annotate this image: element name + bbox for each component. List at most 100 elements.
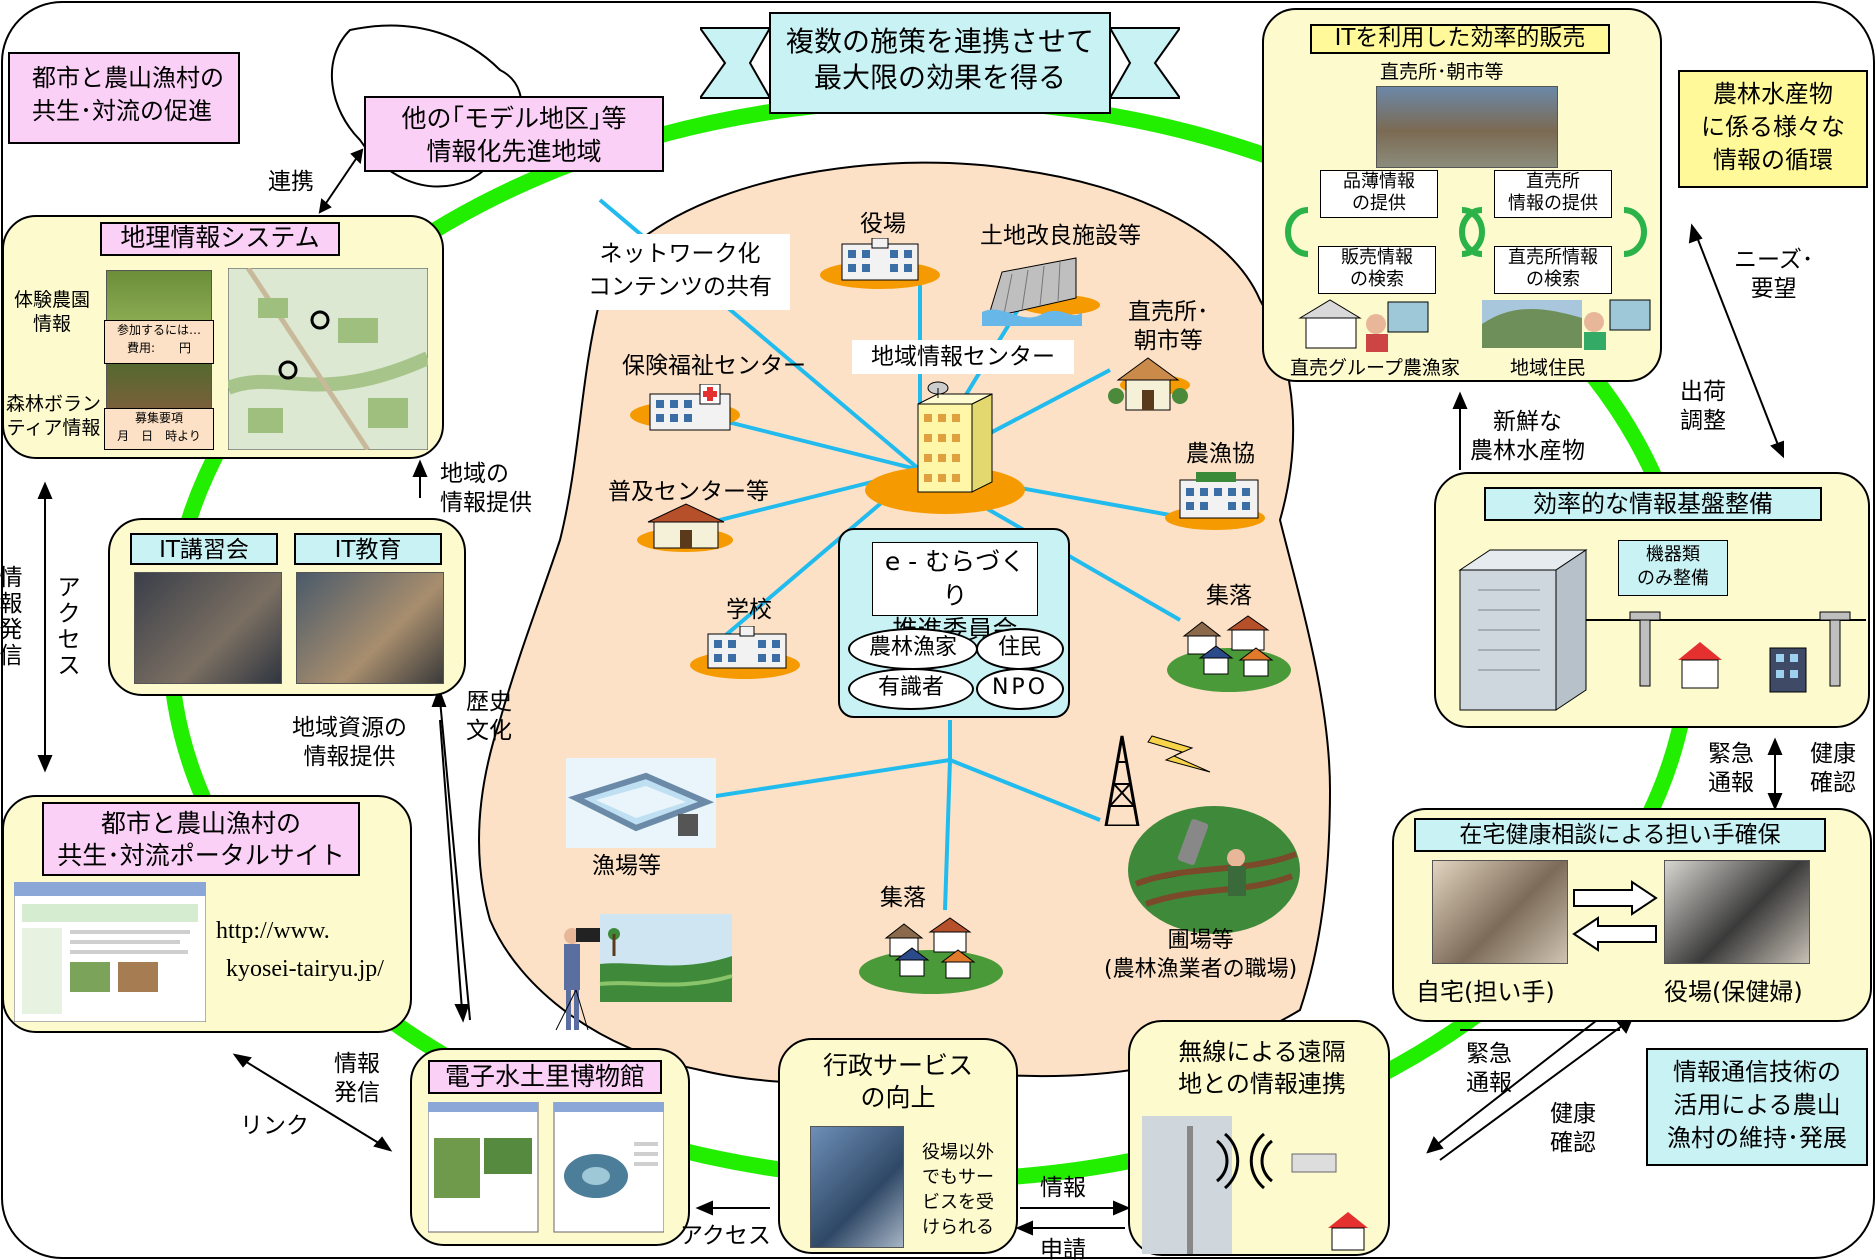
access-label: アクセス [680, 1223, 771, 1249]
model-district-line: 他の｢モデル地区｣等 [401, 104, 627, 133]
school-label: 学校 [726, 597, 772, 623]
gis-note-line: 費用: 円 [126, 341, 192, 355]
farmer-group-label: 直売グループ農漁家 [1290, 357, 1460, 379]
portal-screenshot [14, 882, 206, 1022]
health-line: 確認 [1550, 1130, 1596, 1156]
model-district-box: 他の｢モデル地区｣等 情報化先進地域 [364, 96, 664, 172]
agri-coop-label: 農漁協 [1186, 441, 1255, 467]
gis-note-forest: 募集要項 月 日 時より [104, 408, 214, 450]
museum-screenshots [428, 1102, 664, 1233]
portal-url-line: http://www. [216, 918, 330, 944]
committee-title: e - むらづくり 推進委員会 [872, 542, 1038, 644]
committee-title-line: e - むらづくり [884, 547, 1026, 610]
link-label: リンク [240, 1113, 309, 1139]
portal-title: 都市と農山漁村の 共生･対流ポータルサイト [42, 802, 360, 876]
circulation-arrows-icon [1285, 207, 1647, 257]
history-line: 歴史 [466, 689, 512, 715]
member-farmers: 農林漁家 [848, 628, 978, 670]
emergency-line: 通報 [1708, 770, 1754, 796]
fishery-icon [566, 758, 716, 848]
land-facility-label: 土地改良施設等 [980, 223, 1141, 249]
admin-service-desc: 役場以外 でもサー ビスを受 けられる [922, 1140, 994, 1240]
gis-note-line: 募集要項 [134, 411, 183, 425]
health-center-icon [649, 384, 731, 431]
fishery-label: 漁場等 [592, 853, 661, 879]
banner-line2: 最大限の効果を得る [813, 61, 1066, 94]
admin-service-desc-line: けられる [922, 1217, 994, 1238]
network-sharing-label: ネットワーク化 コンテンツの共有 [570, 234, 790, 310]
goal-line: 共生･対流の促進 [32, 97, 212, 125]
goal-line: に係る様々な [1701, 113, 1845, 141]
village-label-2: 集落 [880, 885, 926, 911]
history-label: 歴史 文化 [466, 688, 512, 746]
school-icon [707, 626, 787, 669]
admin-service-title-line: の向上 [860, 1083, 936, 1112]
village-icon-2 [859, 917, 1003, 994]
it-sales-box-line: 直売所情報 [1508, 247, 1598, 268]
it-sales-box-line: 情報の提供 [1508, 193, 1598, 214]
it-course-photo [134, 572, 282, 684]
regional-info-line: 地域の [440, 461, 509, 487]
resident-icon [1482, 299, 1651, 350]
shipping-line: 出荷 [1680, 379, 1726, 405]
gis-label-farm: 体験農園 情報 [14, 288, 90, 336]
emergency-line: 緊急 [1466, 1041, 1512, 1067]
gis-label-line: ティア情報 [6, 417, 101, 439]
goal-line: 活用による農山 [1673, 1091, 1841, 1119]
it-sales-box-line: の検索 [1526, 269, 1580, 290]
emergency-line: 緊急 [1708, 741, 1754, 767]
info-send-vertical-label: 情報発信 [0, 565, 23, 669]
banner-text: 複数の施策を連携させて 最大限の効果を得る [775, 24, 1105, 96]
museum-title: 電子水土里博物館 [428, 1060, 662, 1094]
application-label: 申請 [1040, 1237, 1086, 1260]
agri-coop-building-icon [1179, 472, 1259, 519]
gis-map-image [228, 268, 428, 450]
field-label-line: 圃場等 [1167, 928, 1234, 953]
model-district-line: 情報化先進地域 [426, 137, 602, 166]
admin-service-title: 行政サービス の向上 [808, 1050, 988, 1114]
equipment-line: 機器類 [1646, 544, 1700, 565]
direct-store-house-icon [1108, 357, 1188, 411]
village-label-1: 集落 [1206, 583, 1252, 609]
it-sales-box-line: 品薄情報 [1343, 171, 1415, 192]
gis-label-forest: 森林ボラン ティア情報 [6, 392, 101, 440]
info-send-line: 情報 [334, 1051, 380, 1077]
admin-service-desc-line: ビスを受 [922, 1192, 994, 1213]
gis-label-line: 森林ボラン [6, 393, 102, 415]
town-office-label: 役場 [860, 211, 906, 237]
infrastructure-title: 効率的な情報基盤整備 [1484, 487, 1822, 521]
renkei-label: 連携 [268, 169, 314, 195]
field-label: 圃場等 (農林漁業者の職場) [1104, 926, 1297, 984]
home-health-title: 在宅健康相談による担い手確保 [1414, 818, 1826, 852]
office-label: 役場(保健婦) [1664, 978, 1803, 1006]
banner-ribbon [700, 12, 1180, 114]
gis-label-line: 情報 [33, 313, 72, 335]
goal-line: 情報の循環 [1713, 146, 1833, 174]
needs-line: ニーズ･ [1734, 247, 1814, 273]
wireless-title: 無線による遠隔 地との情報連携 [1162, 1036, 1362, 1100]
field-label-line: (農林漁業者の職場) [1104, 957, 1298, 982]
needs-line: 要望 [1750, 276, 1797, 302]
gis-label-line: 体験農園 [14, 289, 91, 311]
regional-info-label: 地域の 情報提供 [440, 460, 532, 518]
access-vertical-label: アクセス [57, 575, 81, 679]
gis-note-line: 参加するには… [116, 323, 201, 337]
health-line: 健康 [1810, 741, 1856, 767]
it-sales-box3: 販売情報 の検索 [1318, 246, 1436, 294]
exchange-arrows-icon [1572, 880, 1658, 952]
gis-note-farm: 参加するには… 費用: 円 [104, 320, 214, 364]
emergency-bottom-label: 緊急 通報 [1466, 1040, 1512, 1098]
goal-line: 都市と農山漁村の [32, 64, 224, 92]
field-farmer-icon [1128, 806, 1300, 934]
it-sales-box-line: の検索 [1350, 269, 1404, 290]
admin-service-title-line: 行政サービス [822, 1051, 973, 1080]
goal-line: 漁村の維持･発展 [1667, 1124, 1847, 1152]
direct-store-photo [1376, 86, 1558, 168]
banner-line1: 複数の施策を連携させて [785, 25, 1094, 58]
member-npo: NPO [976, 668, 1064, 710]
direct-store-label: 直売所･朝市等 [1380, 61, 1504, 83]
regional-info-line: 情報提供 [440, 490, 532, 516]
extension-center-label: 普及センター等 [608, 479, 769, 505]
